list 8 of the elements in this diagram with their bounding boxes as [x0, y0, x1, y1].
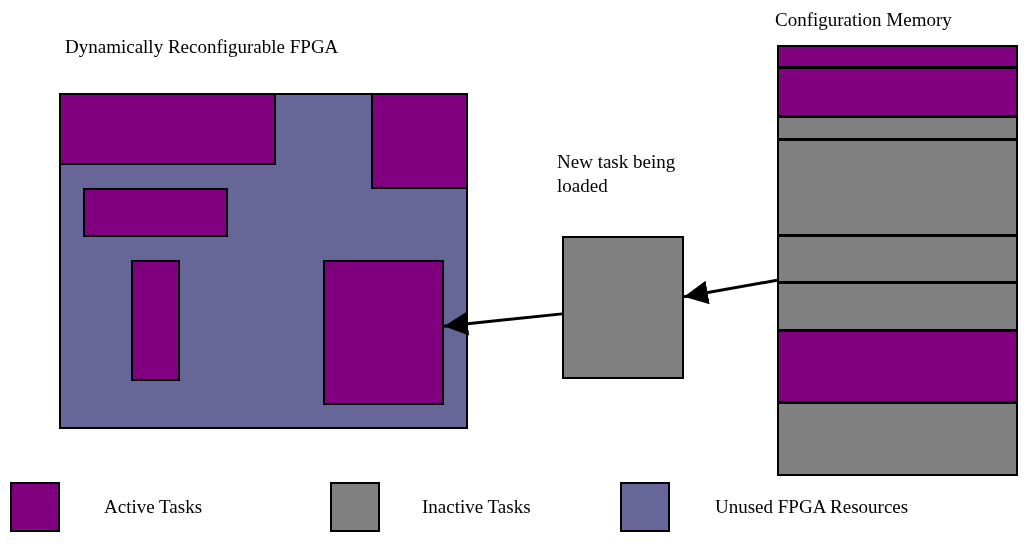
legend-label: Active Tasks — [104, 496, 203, 518]
box-heading: Dynamically Reconfigurable FPGA — [65, 35, 339, 59]
legend-label: Unused FPGA Resources — [715, 496, 909, 518]
box-heading: Configuration Memory — [775, 8, 952, 32]
arrow — [683, 278, 778, 305]
arrow — [443, 311, 563, 336]
box-heading: New task being loaded — [557, 150, 677, 198]
legend-label: Inactive Tasks — [422, 496, 531, 518]
